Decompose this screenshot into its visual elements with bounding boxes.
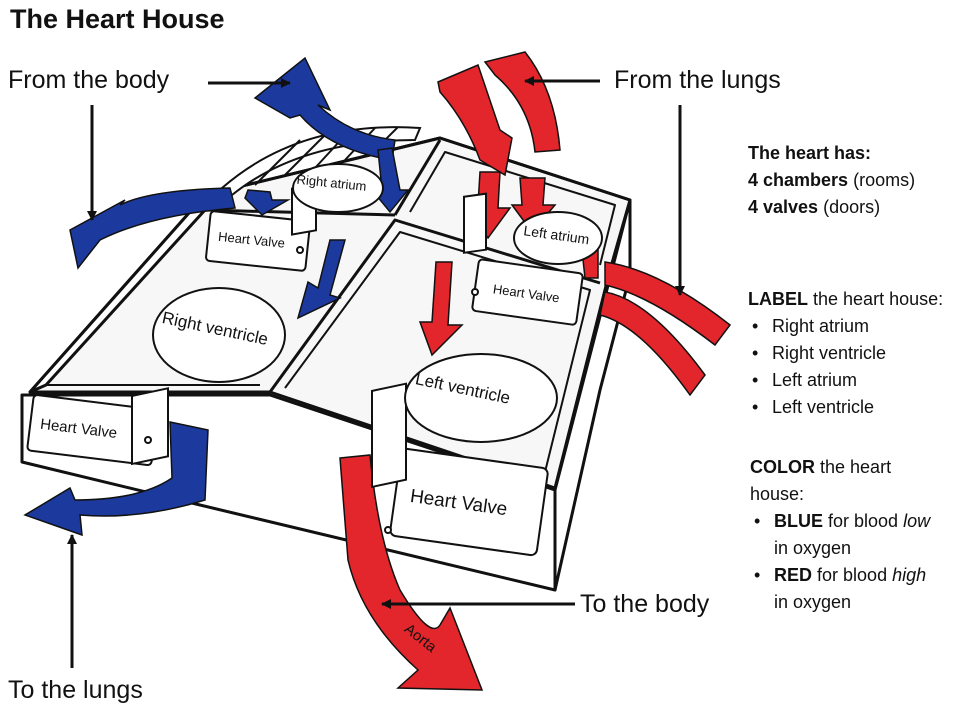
label-instructions: LABEL the heart house: Right atrium Righ…	[748, 286, 943, 421]
valve-door-rv-lungs	[131, 387, 169, 466]
right-atrium-oval	[292, 163, 384, 213]
color-heading-rest: the heart	[820, 457, 892, 477]
left-ventricle-oval	[404, 353, 558, 443]
blue-blood-arrows	[23, 56, 410, 537]
to-lungs-label: To the lungs	[8, 676, 143, 704]
label-item: Right atrium	[752, 313, 943, 340]
color-red-item: RED for blood high in oxygen	[754, 562, 970, 616]
red-high: high	[892, 565, 927, 585]
red-word: RED	[774, 565, 813, 585]
label-item: Right ventricle	[752, 340, 943, 367]
into-right-atrium-arrow	[244, 189, 291, 216]
red-mid: for blood	[817, 565, 888, 585]
from-body-left-arrow	[69, 187, 236, 270]
chambers-note: (rooms)	[853, 170, 916, 190]
red-end: in oxygen	[774, 592, 852, 612]
color-instructions: COLOR the heart house: BLUE for blood lo…	[750, 454, 970, 616]
valves	[26, 183, 584, 557]
to-body-label: To the body	[580, 590, 710, 618]
valve-door-la-lv	[463, 192, 487, 254]
valves-count: 4 valves	[748, 197, 819, 217]
color-heading-rest-2: house:	[750, 484, 805, 504]
from-body-label: From the body	[8, 66, 170, 94]
valves-note: (doors)	[823, 197, 881, 217]
from-lungs-arrow-3	[604, 261, 732, 347]
label-item: Left atrium	[752, 367, 943, 394]
valve-sign-lv-body	[389, 447, 549, 557]
chambers-count: 4 chambers	[748, 170, 849, 190]
to-lungs-arrow	[23, 421, 209, 537]
blue-end: in oxygen	[774, 538, 852, 558]
valve-door-lv-body	[371, 382, 407, 489]
from-lungs-arrow-2	[483, 51, 561, 153]
left-atrium-oval	[513, 211, 603, 265]
label-item: Left ventricle	[752, 394, 943, 421]
right-ventricle-oval	[152, 287, 286, 383]
right-atrium-label: Right atrium	[296, 172, 367, 194]
red-blood-arrows	[339, 51, 732, 691]
label-heading: LABEL	[748, 289, 808, 309]
aorta-arrow	[339, 454, 484, 691]
awning	[220, 126, 422, 197]
color-heading: COLOR	[750, 457, 815, 477]
la-to-lv-arrow	[418, 261, 464, 357]
pointer-lines	[67, 76, 685, 668]
color-blue-item: BLUE for blood low in oxygen	[754, 508, 970, 562]
heart-has-block: The heart has: 4 chambers (rooms) 4 valv…	[748, 140, 915, 221]
page-title: The Heart House	[10, 4, 225, 34]
valve-label-ra-rv: Heart Valve	[217, 229, 285, 251]
from-lungs-arrow-1	[437, 63, 513, 177]
blue-low: low	[903, 511, 931, 531]
ra-to-rv-arrow	[296, 239, 346, 320]
valve-sign-la-lv	[471, 258, 584, 326]
heart-has-heading: The heart has:	[748, 143, 872, 163]
blue-word: BLUE	[774, 511, 823, 531]
blue-mid: for blood	[828, 511, 899, 531]
from-lungs-label: From the lungs	[614, 66, 781, 94]
label-heading-rest: the heart house:	[813, 289, 944, 309]
valve-sign-ra-rv	[205, 210, 311, 272]
from-lungs-arrow-4	[599, 291, 706, 397]
room-label-ovals	[152, 163, 603, 443]
